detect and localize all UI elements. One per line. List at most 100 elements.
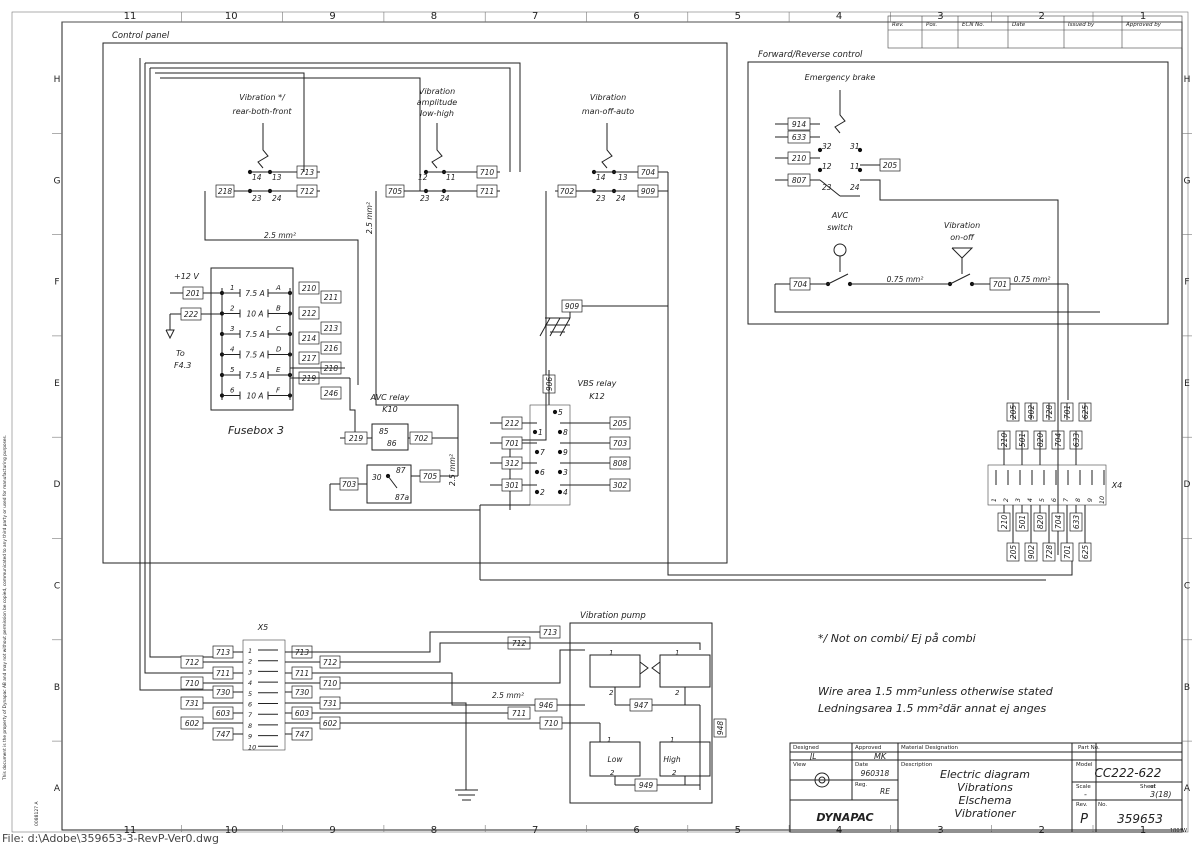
label-vbs_relay-pins-6: 3	[563, 468, 568, 477]
label-title_block-sheet_label: Sheet	[1140, 784, 1157, 790]
label-contacts-amp-3: 24	[440, 194, 450, 203]
grid-row-left: B	[54, 683, 60, 693]
grid-row-left: C	[54, 582, 60, 592]
label-fusebox-to-0: To	[176, 349, 185, 358]
label-area_labels-a075: 0.75 mm²	[1014, 275, 1051, 284]
label-contacts-rbf-0: 14	[252, 173, 262, 182]
label-switches-avc_switch-0: AVC	[831, 211, 849, 220]
label-pump-coil_pins-0: 1	[670, 736, 674, 744]
grid-col-bottom: 1	[1140, 825, 1146, 836]
wire-label-w210: 210	[302, 284, 317, 293]
wire-label-w701: 701	[1063, 545, 1072, 559]
wire-label-w914: 914	[792, 120, 807, 129]
revision-header: Pos.	[926, 22, 938, 28]
label-x5_pins-8: 9	[248, 733, 252, 741]
file-path-footer: File: d:\Adobe\359653-3-RevP-Ver0.dwg	[2, 832, 219, 845]
wire-label-w946: 946	[539, 701, 554, 710]
revision-header: ECN No.	[962, 22, 985, 28]
label-x4-pins-5: 6	[1050, 498, 1058, 502]
label-x4-pins-1: 2	[1002, 498, 1010, 502]
wire-label-w705: 705	[423, 472, 438, 481]
wire-label-w625: 625	[1081, 545, 1090, 560]
wire-label-w713: 713	[216, 648, 231, 657]
revision-table	[887, 15, 1183, 49]
wire-label-w704: 704	[793, 280, 808, 289]
wire-label-w713: 713	[300, 168, 315, 177]
label-title_block-sheet: 3(18)	[1150, 790, 1172, 799]
grid-row-left: H	[54, 75, 61, 85]
wire-label-w710: 710	[544, 719, 559, 728]
label-contacts-moa-1: 13	[618, 173, 628, 182]
wire-label-w701: 701	[1063, 405, 1072, 419]
drawing-frame	[11, 11, 1189, 833]
wire-label-w730: 730	[295, 688, 310, 697]
grid-col-top: 8	[431, 11, 437, 22]
label-pump-high: High	[663, 755, 680, 764]
grid-col-bottom: 6	[633, 825, 639, 836]
wire-label-w312: 312	[505, 459, 520, 468]
grid-col-bottom: 9	[329, 825, 335, 836]
label-title_block-designed_label: Designed	[793, 745, 819, 751]
label-x4-pins-2: 3	[1014, 498, 1022, 502]
property-note: This document is the property of Dynapac…	[2, 435, 8, 781]
wire-label-w947: 947	[634, 701, 649, 710]
wire-label-w219: 219	[349, 434, 364, 443]
grid-row-right: E	[1184, 379, 1190, 389]
x4-body	[987, 464, 1107, 506]
grid-col-top: 11	[124, 11, 137, 22]
wire-label-w201: 201	[186, 289, 200, 298]
label-contacts-eb-5: 24	[850, 183, 860, 192]
label-switches-vib_moa-0: Vibration	[590, 93, 626, 102]
label-notes-wire_area_1: Wire area 1.5 mm²unless otherwise stated	[818, 685, 1054, 698]
label-fusebox-ratings-0: 7.5 A	[245, 289, 264, 298]
label-switches-emergency_brake: Emergency brake	[805, 73, 876, 82]
grid-row-left: G	[54, 176, 61, 186]
label-switches-vib_amp-1: amplitude	[417, 98, 458, 107]
wire-label-w219: 219	[302, 374, 317, 383]
grid-col-bottom: 3	[937, 825, 943, 836]
grid-col-top: 6	[633, 11, 639, 22]
wire-label-w205: 205	[1009, 405, 1018, 420]
wire-label-w711: 711	[295, 669, 309, 678]
x5-body	[242, 639, 286, 751]
grid-row-left: A	[54, 784, 61, 794]
label-title_block-scale: -	[1084, 790, 1087, 799]
wire-label-w747: 747	[216, 730, 231, 739]
label-title_block-desc-0: Electric diagram	[940, 768, 1030, 781]
wire-label-w633: 633	[792, 133, 807, 142]
wire-label-w602: 602	[323, 719, 338, 728]
pump-valve-right	[659, 654, 711, 688]
label-fusebox-right_letters-2: C	[276, 325, 281, 333]
vibration-pump-box	[569, 622, 713, 804]
label-fusebox-right_letters-1: B	[276, 305, 281, 313]
grid-col-bottom: 8	[431, 825, 437, 836]
label-contacts-moa-3: 24	[616, 194, 626, 203]
wire-label-w302: 302	[613, 481, 628, 490]
grid-col-bottom: 10	[225, 825, 238, 836]
label-fusebox-right_letters-0: A	[275, 284, 281, 292]
control-panel-box	[102, 42, 728, 564]
label-pump-coil_pins-1: 2	[675, 689, 680, 697]
label-contacts-moa-2: 23	[596, 194, 606, 203]
wire-label-w212: 212	[302, 309, 317, 318]
wire-label-w712: 712	[323, 658, 338, 667]
label-title_block-desc-2: Elschema	[959, 794, 1012, 807]
label-avc_relay-pins-3: 30	[372, 473, 382, 482]
wire-label-w701: 701	[505, 439, 519, 448]
label-title_block-approved: MK	[874, 752, 887, 761]
grid-row-right: A	[1184, 784, 1191, 794]
wire-label-w713: 713	[295, 648, 310, 657]
label-avc_relay-title-1: K10	[382, 405, 397, 414]
grid-col-top: 2	[1039, 11, 1045, 22]
label-area_labels-a25: 2.5 mm²	[365, 202, 374, 234]
vbs-relay-body	[529, 404, 571, 506]
grid-col-bottom: 5	[735, 825, 741, 836]
wire-label-w210: 210	[1000, 433, 1009, 448]
revision-header: Date	[1012, 22, 1026, 28]
pump-valve-left	[589, 654, 641, 688]
label-fusebox-left_numbers-4: 5	[230, 366, 235, 374]
wire-label-w820: 820	[1036, 433, 1045, 448]
label-area_labels-a25: 2.5 mm²	[448, 454, 457, 486]
label-title_block-material_label: Material Designation	[901, 745, 959, 751]
wire-label-w633: 633	[1072, 433, 1081, 448]
